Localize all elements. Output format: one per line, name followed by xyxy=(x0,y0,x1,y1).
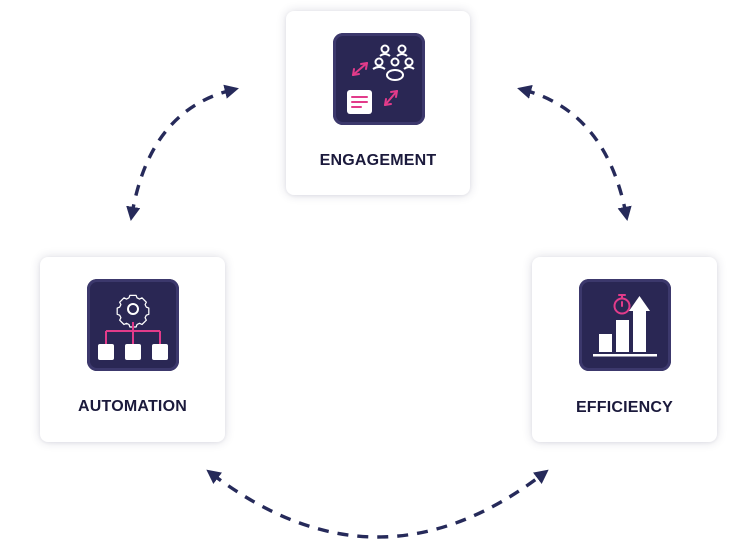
efficiency-label: EFFICIENCY xyxy=(575,399,674,416)
automation-icon xyxy=(87,279,179,371)
arrow-engagement-efficiency xyxy=(517,84,632,222)
automation-card: AUTOMATION xyxy=(40,257,225,442)
engagement-card: ENGAGEMENT xyxy=(286,11,470,195)
automation-label: AUTOMATION xyxy=(78,398,187,415)
efficiency-card: EFFICIENCY xyxy=(532,257,717,442)
arrow-automation-efficiency xyxy=(206,469,549,539)
arrow-engagement-automation xyxy=(126,84,239,222)
efficiency-icon xyxy=(579,279,671,371)
engagement-icon xyxy=(333,33,425,125)
engagement-label: ENGAGEMENT xyxy=(319,152,437,169)
